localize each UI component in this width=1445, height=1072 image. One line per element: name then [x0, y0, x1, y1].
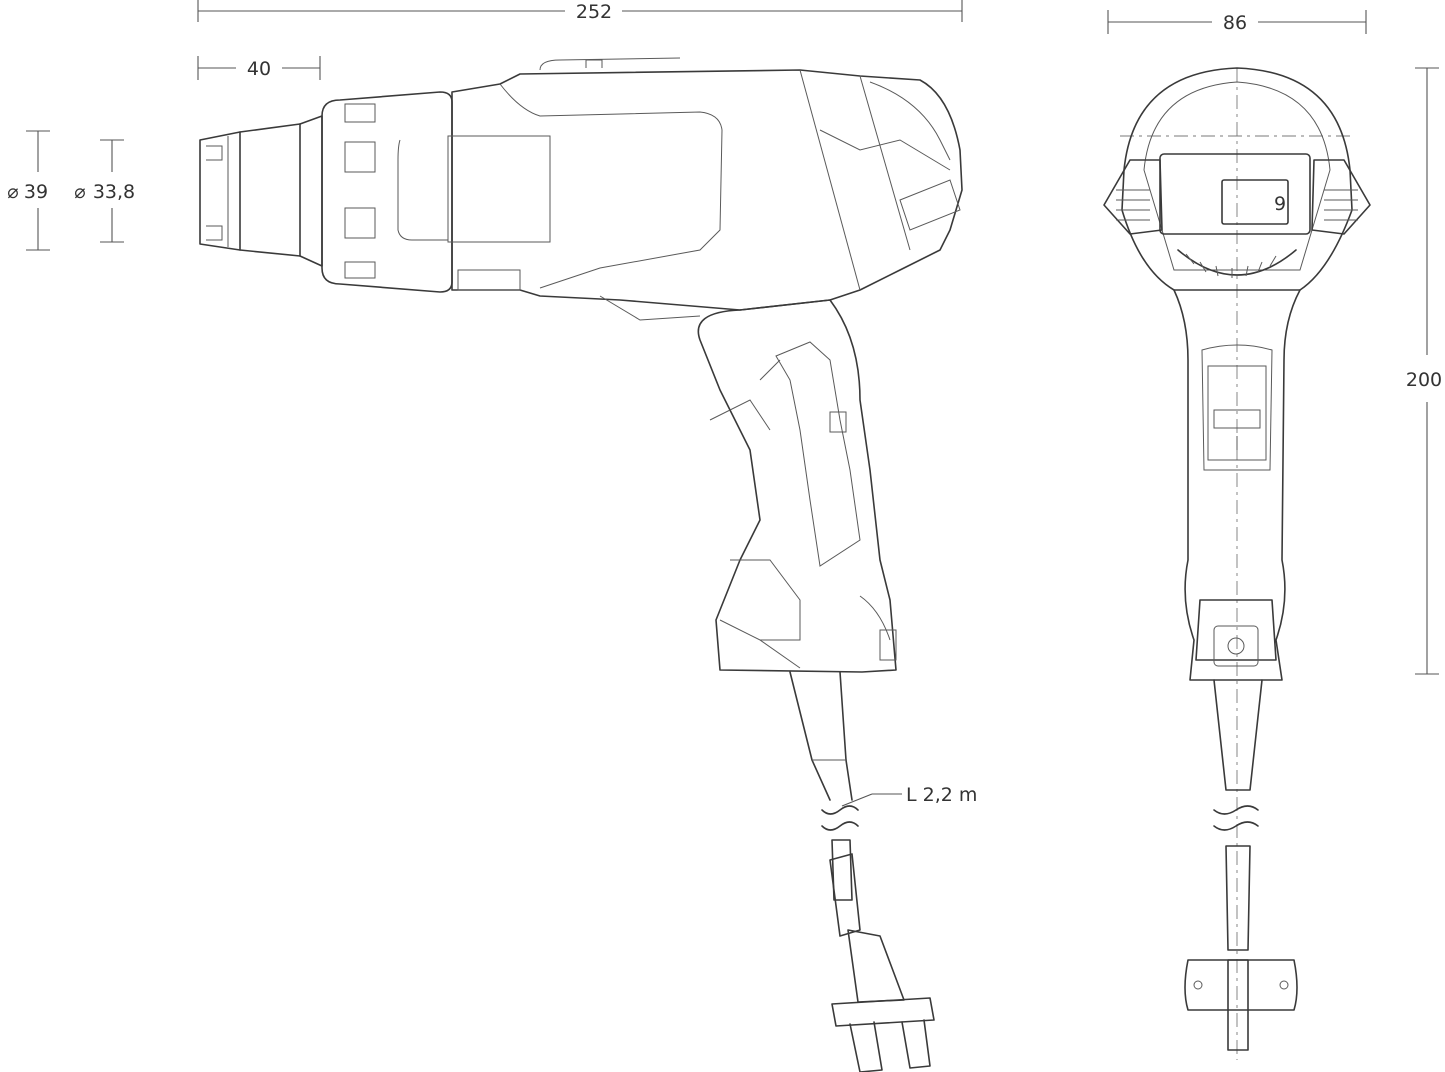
front-plug: [1184, 959, 1298, 1051]
nozzle-length-label: 40: [247, 58, 271, 80]
handle: [697, 299, 897, 673]
dimension-overall-length: 252: [197, 0, 963, 23]
side-view: L 2,2 m: [199, 57, 977, 1072]
cable-length-label: L 2,2 m: [906, 784, 977, 806]
dimension-height: 200: [1406, 67, 1442, 675]
plug: [831, 929, 935, 1072]
nozzle-tube: [239, 115, 323, 267]
width-label: 86: [1223, 12, 1247, 34]
outer-diameter-label: 39: [24, 181, 48, 203]
cable: [789, 671, 861, 937]
dimension-outer-diameter: ⌀ 39: [7, 130, 50, 251]
front-handle: [1173, 289, 1301, 681]
diameter-symbol-inner: ⌀: [74, 181, 85, 203]
front-view: 9: [1103, 67, 1371, 1060]
dimension-nozzle-length: 40: [197, 56, 321, 80]
front-cap: [321, 91, 453, 293]
front-head: 9: [1103, 67, 1371, 291]
overall-length-label: 252: [576, 1, 612, 23]
height-label: 200: [1406, 369, 1442, 391]
dimension-width: 86: [1107, 10, 1367, 34]
cable-length-annotation: L 2,2 m: [841, 784, 977, 807]
front-cable-exit: [1195, 599, 1277, 951]
front-display-digit: 9: [1274, 193, 1286, 215]
dimension-inner-diameter: ⌀ 33,8: [74, 139, 135, 243]
nozzle-tip: [199, 131, 241, 251]
diameter-symbol: ⌀: [7, 181, 18, 203]
inner-diameter-label: 33,8: [93, 181, 135, 203]
housing: [447, 57, 963, 321]
